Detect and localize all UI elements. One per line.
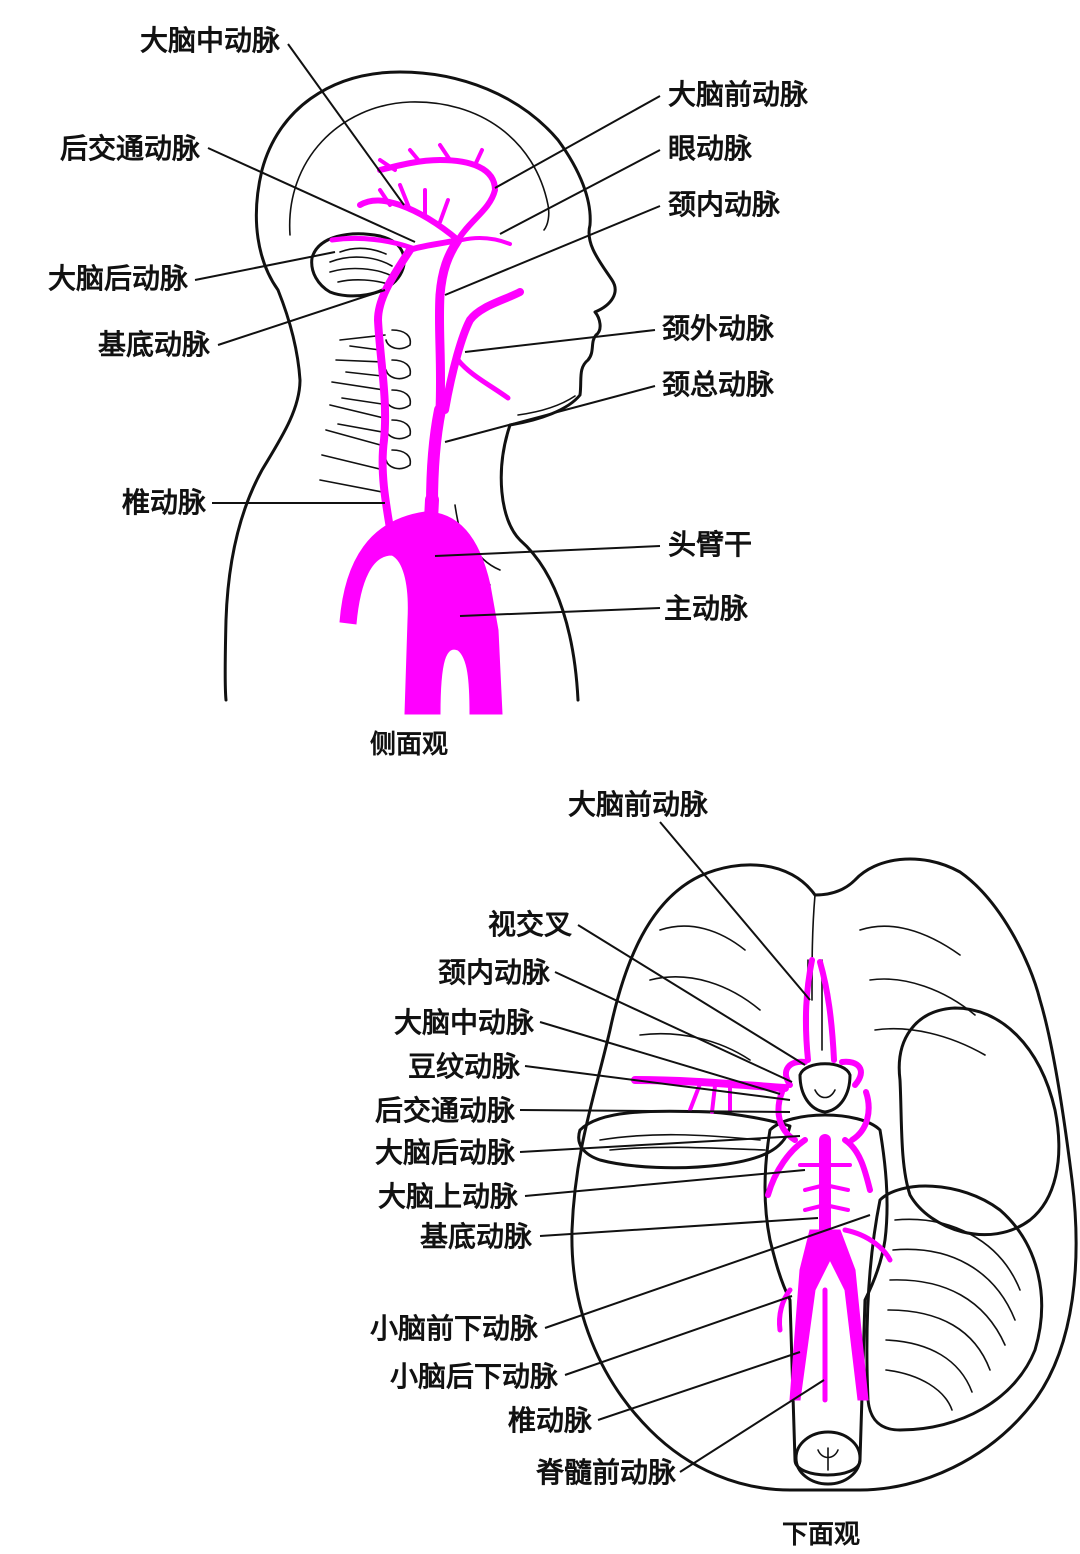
label-lateral-posterior-cerebral: 大脑后动脉 bbox=[47, 262, 188, 295]
label-lateral-anterior-cerebral: 大脑前动脉 bbox=[668, 78, 809, 111]
label-inferior-internal-carotid: 颈内动脉 bbox=[437, 956, 550, 989]
label-inferior-anterior-cerebral: 大脑前动脉 bbox=[568, 788, 709, 821]
caption-lateral-view: 侧面观 bbox=[370, 730, 449, 760]
label-lateral-middle-cerebral: 大脑中动脉 bbox=[139, 24, 280, 57]
inferior-brain-outline bbox=[570, 857, 1078, 1492]
label-inferior-anterior-inferior-cerebellar: 小脑前下动脉 bbox=[369, 1312, 538, 1345]
label-inferior-superior-cerebellar: 大脑上动脉 bbox=[377, 1180, 518, 1213]
label-lateral-external-carotid: 颈外动脉 bbox=[662, 312, 775, 345]
caption-inferior-view: 下面观 bbox=[782, 1520, 861, 1550]
label-inferior-posterior-communicating: 后交通动脉 bbox=[374, 1094, 515, 1127]
label-inferior-middle-cerebral: 大脑中动脉 bbox=[393, 1006, 534, 1039]
label-lateral-aorta: 主动脉 bbox=[664, 592, 749, 625]
inferior-leader-lines bbox=[519, 821, 871, 1473]
label-lateral-basilar: 基底动脉 bbox=[97, 328, 210, 361]
label-inferior-posterior-cerebral: 大脑后动脉 bbox=[374, 1136, 515, 1169]
label-inferior-basilar: 基底动脉 bbox=[419, 1220, 532, 1253]
label-lateral-internal-carotid: 颈内动脉 bbox=[668, 188, 781, 221]
label-inferior-anterior-spinal: 脊髓前动脉 bbox=[535, 1456, 676, 1489]
lateral-arteries bbox=[329, 143, 524, 715]
inferior-arteries bbox=[631, 957, 893, 1403]
label-lateral-vertebral: 椎动脉 bbox=[121, 486, 206, 519]
label-lateral-brachiocephalic: 头臂干 bbox=[668, 528, 753, 561]
label-lateral-common-carotid: 颈总动脉 bbox=[662, 368, 775, 401]
label-lateral-ophthalmic: 眼动脉 bbox=[668, 132, 753, 165]
label-inferior-posterior-inferior-cerebellar: 小脑后下动脉 bbox=[389, 1360, 558, 1393]
lateral-leader-lines bbox=[194, 43, 661, 617]
lateral-head-outline bbox=[223, 70, 617, 702]
label-inferior-vertebral: 椎动脉 bbox=[507, 1404, 592, 1437]
label-inferior-optic-chiasm: 视交叉 bbox=[487, 908, 572, 941]
label-inferior-lenticulostriate: 豆纹动脉 bbox=[407, 1050, 520, 1083]
label-lateral-posterior-communicating: 后交通动脉 bbox=[59, 132, 200, 165]
